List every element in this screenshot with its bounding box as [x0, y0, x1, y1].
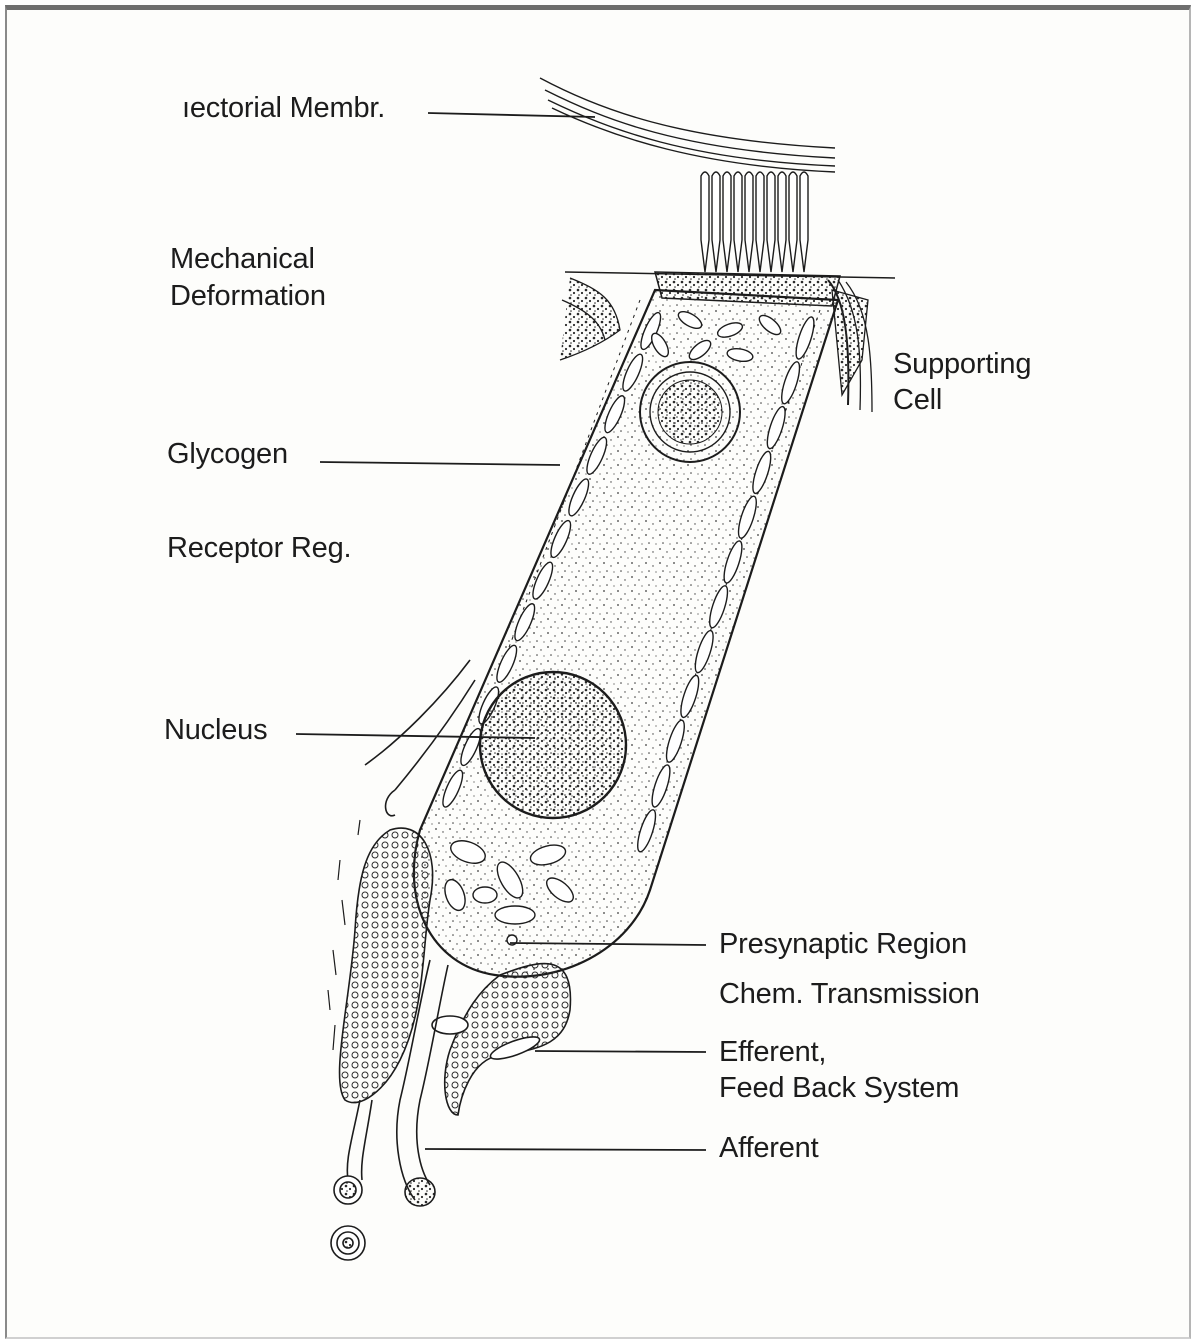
label-receptor-region: Receptor Reg. — [167, 531, 351, 566]
label-glycogen: Glycogen — [167, 437, 288, 472]
stereocilia — [701, 172, 808, 272]
stereocilium — [767, 172, 775, 272]
stereocilium — [778, 172, 786, 272]
label-deformation: Deformation — [170, 279, 326, 314]
label-afferent: Afferent — [719, 1131, 818, 1166]
stereocilium — [712, 172, 720, 272]
label-mechanical: Mechanical — [170, 242, 315, 277]
stereocilium — [756, 172, 764, 272]
stereocilium — [800, 172, 808, 272]
hair-cell-body — [414, 290, 838, 977]
label-presynaptic-region: Presynaptic Region — [719, 927, 967, 962]
label-chem-transmission: Chem. Transmission — [719, 977, 980, 1012]
stereocilium — [734, 172, 742, 272]
label-cell: Cell — [893, 383, 942, 418]
nucleus — [480, 672, 626, 818]
label-efferent: Efferent, — [719, 1035, 826, 1070]
stereocilium — [723, 172, 731, 272]
stereocilium — [789, 172, 797, 272]
tectorial-membrane — [540, 78, 835, 172]
label-feedback-system: Feed Back System — [719, 1071, 959, 1106]
label-supporting: Supporting — [893, 347, 1031, 382]
label-nucleus: Nucleus — [164, 713, 267, 748]
stereocilium — [701, 172, 709, 272]
label-tectorial-membrane: ıectorial Membr. — [182, 91, 385, 126]
stereocilium — [745, 172, 753, 272]
